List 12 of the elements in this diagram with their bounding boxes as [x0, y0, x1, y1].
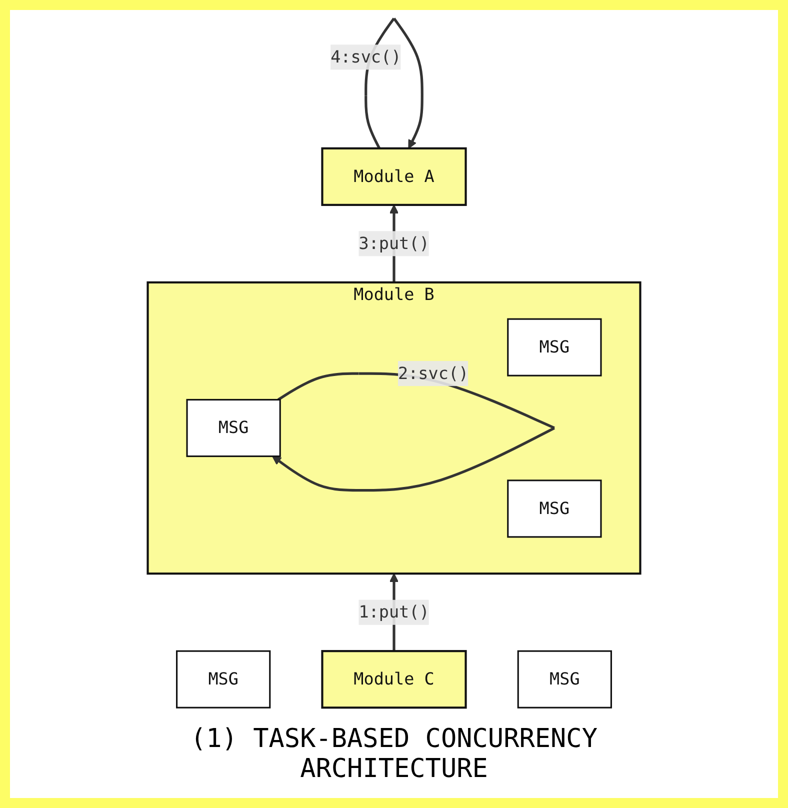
node-box: MSG: [507, 480, 602, 538]
node-box: MSG: [186, 398, 281, 458]
edge-label: 3:put(): [358, 233, 430, 254]
node-box: Module C: [321, 650, 467, 709]
edge-label: 4:svc(): [330, 46, 402, 67]
node-box: MSG: [517, 650, 612, 708]
edge-label: 1:put(): [358, 602, 430, 622]
edge-label: 2:svc(): [398, 363, 469, 383]
node-box: Module A: [321, 147, 467, 206]
node-box: MSG: [176, 650, 271, 708]
node-box: MSG: [507, 318, 602, 376]
caption: (1) TASK-BASED CONCURRENCY ARCHITECTURE: [190, 723, 598, 786]
